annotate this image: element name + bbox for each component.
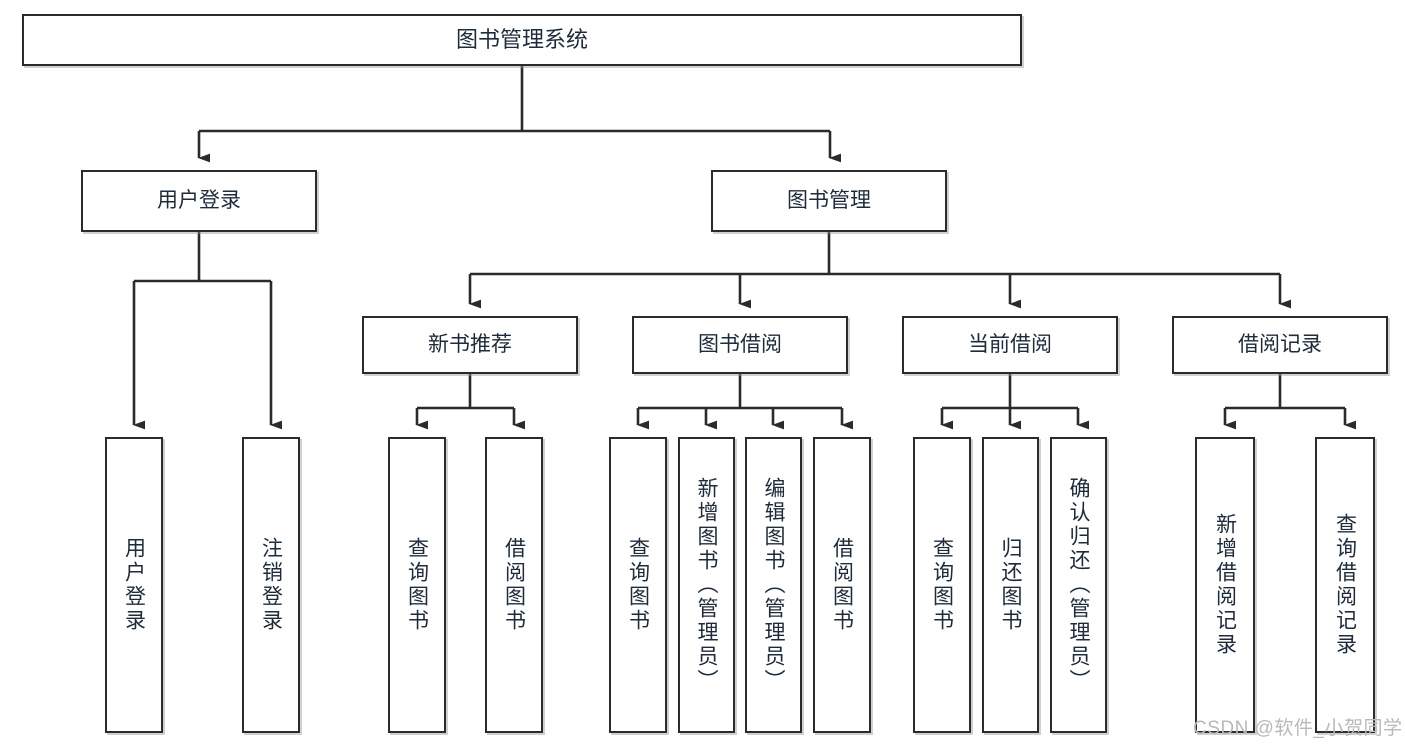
node-label: 查询图书 xyxy=(626,537,650,633)
node-leaf-return-book[interactable]: 归还图书 xyxy=(982,437,1039,733)
node-leaf-query-record[interactable]: 查询借阅记录 xyxy=(1315,437,1375,733)
node-label: 借阅图书 xyxy=(502,537,526,633)
node-new-book-recommend[interactable]: 新书推荐 xyxy=(362,316,578,374)
node-leaf-edit-book[interactable]: 编辑图书（管理员） xyxy=(745,437,802,733)
node-leaf-query-book-1[interactable]: 查询图书 xyxy=(388,437,446,733)
node-leaf-borrow-book-2[interactable]: 借阅图书 xyxy=(813,437,871,733)
node-label: 图书管理 xyxy=(787,189,871,213)
node-label: 查询借阅记录 xyxy=(1333,513,1357,657)
node-root-book-management-system[interactable]: 图书管理系统 xyxy=(22,14,1022,66)
node-label: 借阅图书 xyxy=(830,537,854,633)
node-leaf-logout-login[interactable]: 注销登录 xyxy=(242,437,300,733)
node-label: 归还图书 xyxy=(999,537,1022,633)
node-label: 新增图书（管理员） xyxy=(695,477,718,693)
node-leaf-user-login[interactable]: 用户登录 xyxy=(105,437,163,733)
node-label: 确认归还（管理员） xyxy=(1067,477,1090,693)
node-label: 当前借阅 xyxy=(968,333,1052,357)
node-label: 新增借阅记录 xyxy=(1213,513,1237,657)
node-borrow-record[interactable]: 借阅记录 xyxy=(1172,316,1388,374)
node-label: 用户登录 xyxy=(157,189,241,213)
node-book-borrow[interactable]: 图书借阅 xyxy=(632,316,848,374)
node-label: 新书推荐 xyxy=(428,333,512,357)
node-leaf-add-record[interactable]: 新增借阅记录 xyxy=(1195,437,1255,733)
node-label: 查询图书 xyxy=(930,537,954,633)
csdn-watermark: CSDN @软件_小贺同学 xyxy=(1193,718,1403,739)
node-label: 图书管理系统 xyxy=(455,26,588,52)
node-leaf-borrow-book-1[interactable]: 借阅图书 xyxy=(485,437,543,733)
node-leaf-add-book[interactable]: 新增图书（管理员） xyxy=(678,437,735,733)
node-label: 编辑图书（管理员） xyxy=(762,477,785,693)
node-leaf-confirm-return[interactable]: 确认归还（管理员） xyxy=(1050,437,1107,733)
node-leaf-query-book-3[interactable]: 查询图书 xyxy=(913,437,971,733)
node-book-manage[interactable]: 图书管理 xyxy=(711,170,947,232)
node-label: 用户登录 xyxy=(122,537,146,633)
node-label: 注销登录 xyxy=(259,537,283,633)
node-label: 借阅记录 xyxy=(1238,333,1322,357)
node-label: 图书借阅 xyxy=(698,333,782,357)
node-leaf-query-book-2[interactable]: 查询图书 xyxy=(609,437,667,733)
node-user-login[interactable]: 用户登录 xyxy=(81,170,317,232)
node-label: 查询图书 xyxy=(405,537,429,633)
node-current-borrow[interactable]: 当前借阅 xyxy=(902,316,1118,374)
